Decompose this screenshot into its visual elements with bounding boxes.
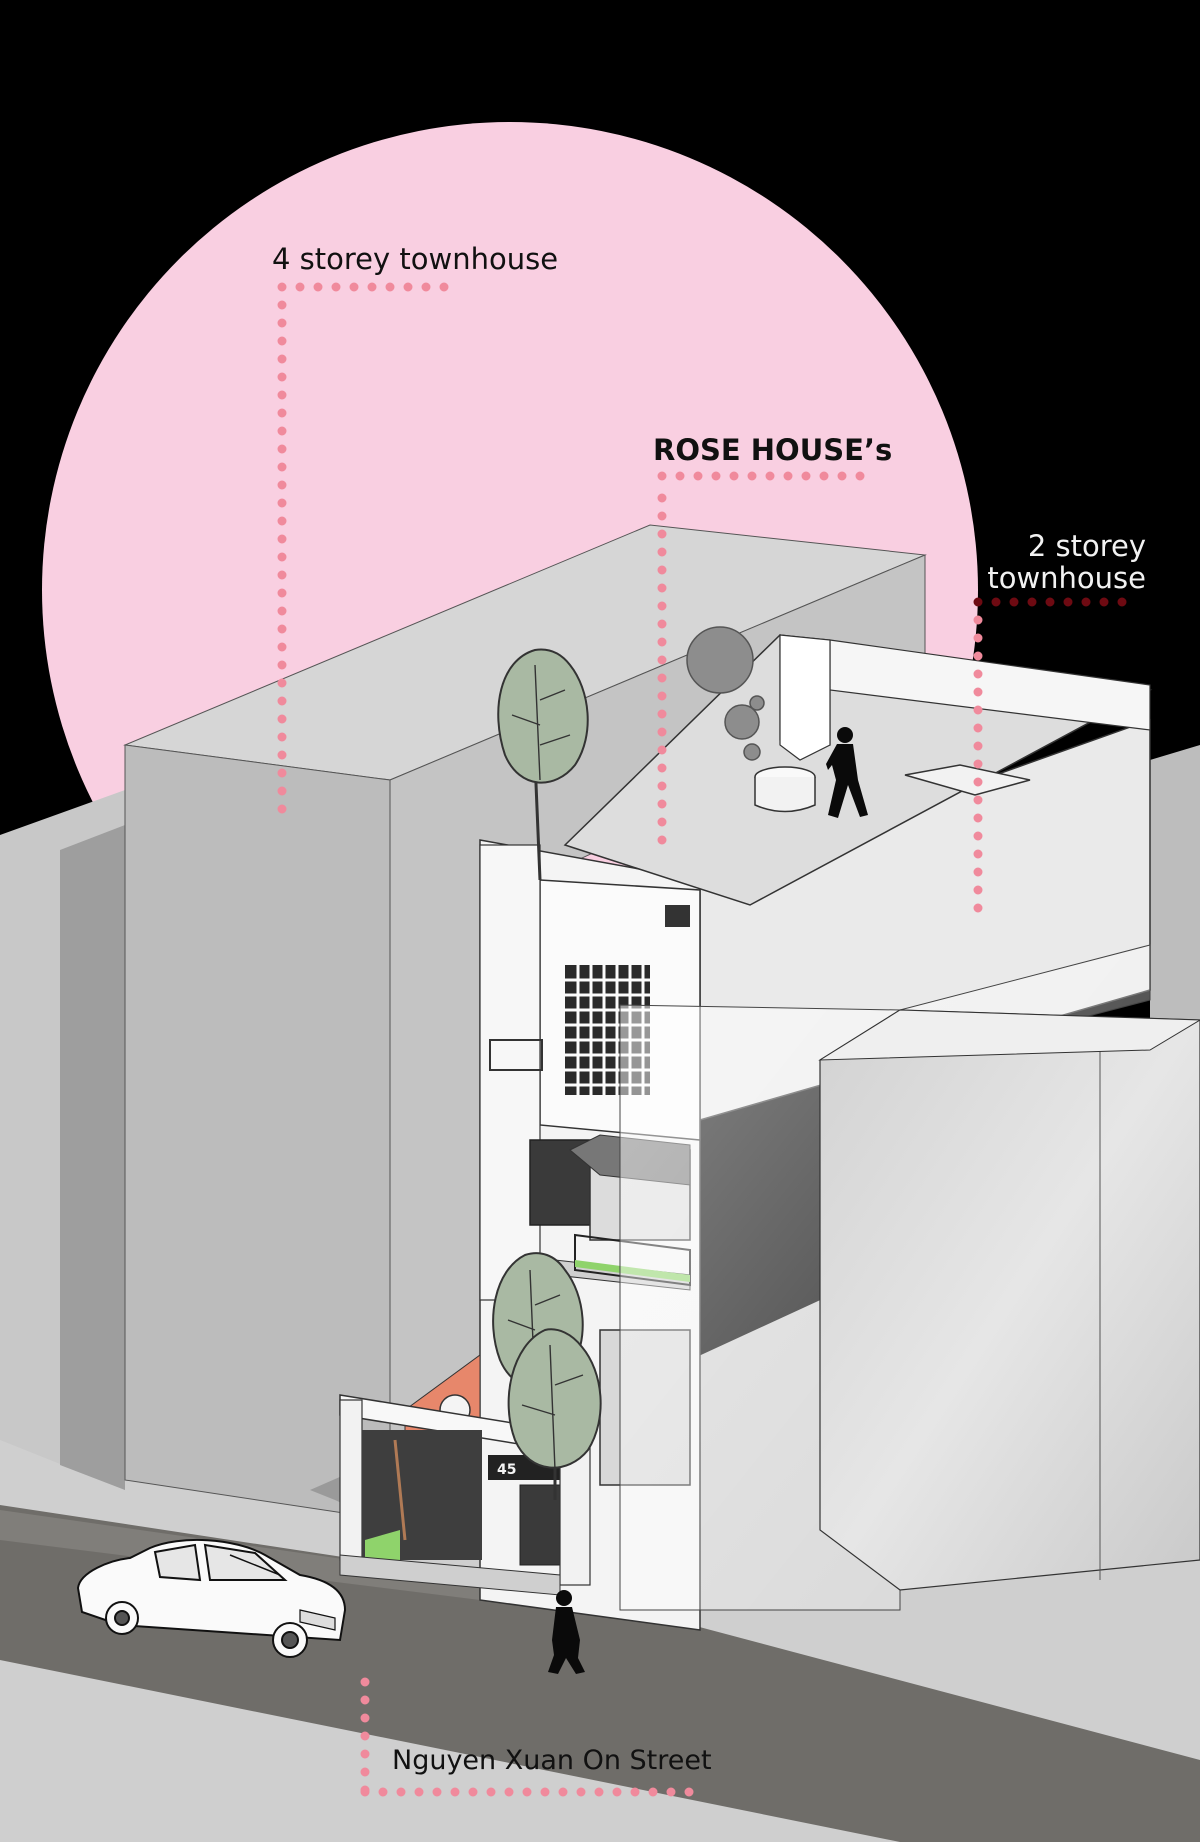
person-silhouette-icon (548, 1590, 585, 1674)
tree-icon (497, 648, 589, 881)
tree-icon (507, 1328, 602, 1500)
smoke-circles-icon (686, 626, 765, 761)
balcony-railing-upper (489, 1039, 543, 1071)
gate-left-post (339, 1399, 363, 1561)
person-silhouette-icon (826, 727, 868, 818)
house-number: 45 (497, 1462, 516, 1478)
roof-planter-body (754, 777, 816, 813)
right-townhouse-block (819, 1009, 1200, 1591)
dotted-leader-two-storey (973, 597, 1145, 915)
side-door (519, 1484, 561, 1566)
small-vent-window (665, 905, 690, 927)
sidewalk-strip (0, 1510, 560, 1610)
two-storey-label-line2: townhouse (987, 561, 1146, 595)
two-storey-label-line1: 2 storey (1027, 529, 1146, 563)
four-storey-label: 4 storey townhouse (272, 242, 559, 276)
dotted-leader-street (360, 1677, 705, 1797)
roof-stair-box (779, 634, 831, 761)
right-block-top (818, 1009, 1200, 1061)
far-left-block-face (60, 825, 125, 1490)
ladder (393, 1439, 407, 1541)
facade-column (479, 844, 541, 1301)
dotted-leader-four-storey (277, 282, 467, 823)
sedan-car-icon (76, 1538, 347, 1658)
dotted-leader-rose-house (657, 471, 867, 850)
street-label: Nguyen Xuan On Street (392, 1745, 712, 1776)
rose-house-label: ROSE HOUSE’s (653, 433, 893, 467)
entry-grass (365, 1530, 400, 1560)
roof-skylight (904, 764, 1031, 796)
